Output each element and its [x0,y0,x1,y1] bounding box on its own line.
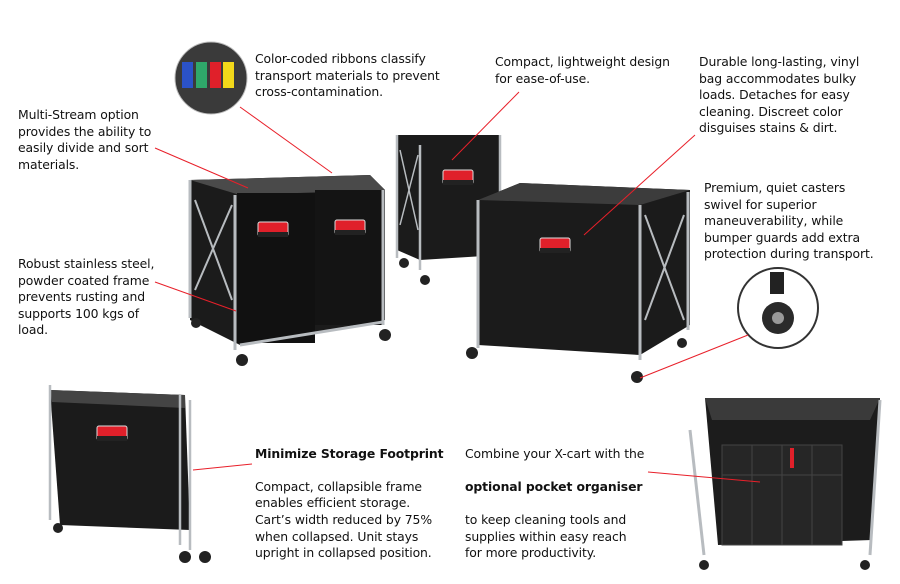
organiser-highlight: optional pocket organiser [465,478,643,494]
organiser-intro: Combine your X-cart with the [465,445,645,461]
multi-stream-cart [188,175,391,366]
organiser-body: to keep cleaning tools and supplies with… [465,511,627,561]
storage-title: Minimize Storage Footprint [255,445,444,461]
leader-lines [154,91,761,483]
leader-line-organiser [647,471,761,483]
leader-line-casters [639,334,749,379]
callout-durable: Durable long-lasting, vinyl bag accommod… [699,54,860,136]
leader-line-storage [192,463,253,471]
leader-line-multi-stream [154,147,249,189]
callout-casters: Premium, quiet casters swivel for superi… [704,180,874,262]
leader-line-compact [451,91,520,161]
ribbon-detail-circle [174,41,248,115]
large-cart [466,183,690,383]
leader-line-frame [154,281,237,312]
callout-storage: Minimize Storage Footprint Compact, coll… [255,429,444,562]
callout-organiser: Combine your X-cart with the optional po… [465,429,644,562]
callout-frame: Robust stainless steel, powder coated fr… [18,256,155,338]
caster-detail-circle [737,267,819,349]
storage-body: Compact, collapsible frame enables effic… [255,478,433,561]
callout-color-ribbons: Color-coded ribbons classify transport m… [255,51,440,100]
leader-line-ribbons [239,106,333,174]
organiser-cart [688,398,882,570]
callout-compact: Compact, lightweight design for ease-of-… [495,54,670,86]
leader-line-durable [583,134,696,236]
collapsed-cart [48,385,211,563]
callout-multi-stream: Multi-Stream option provides the ability… [18,107,152,172]
